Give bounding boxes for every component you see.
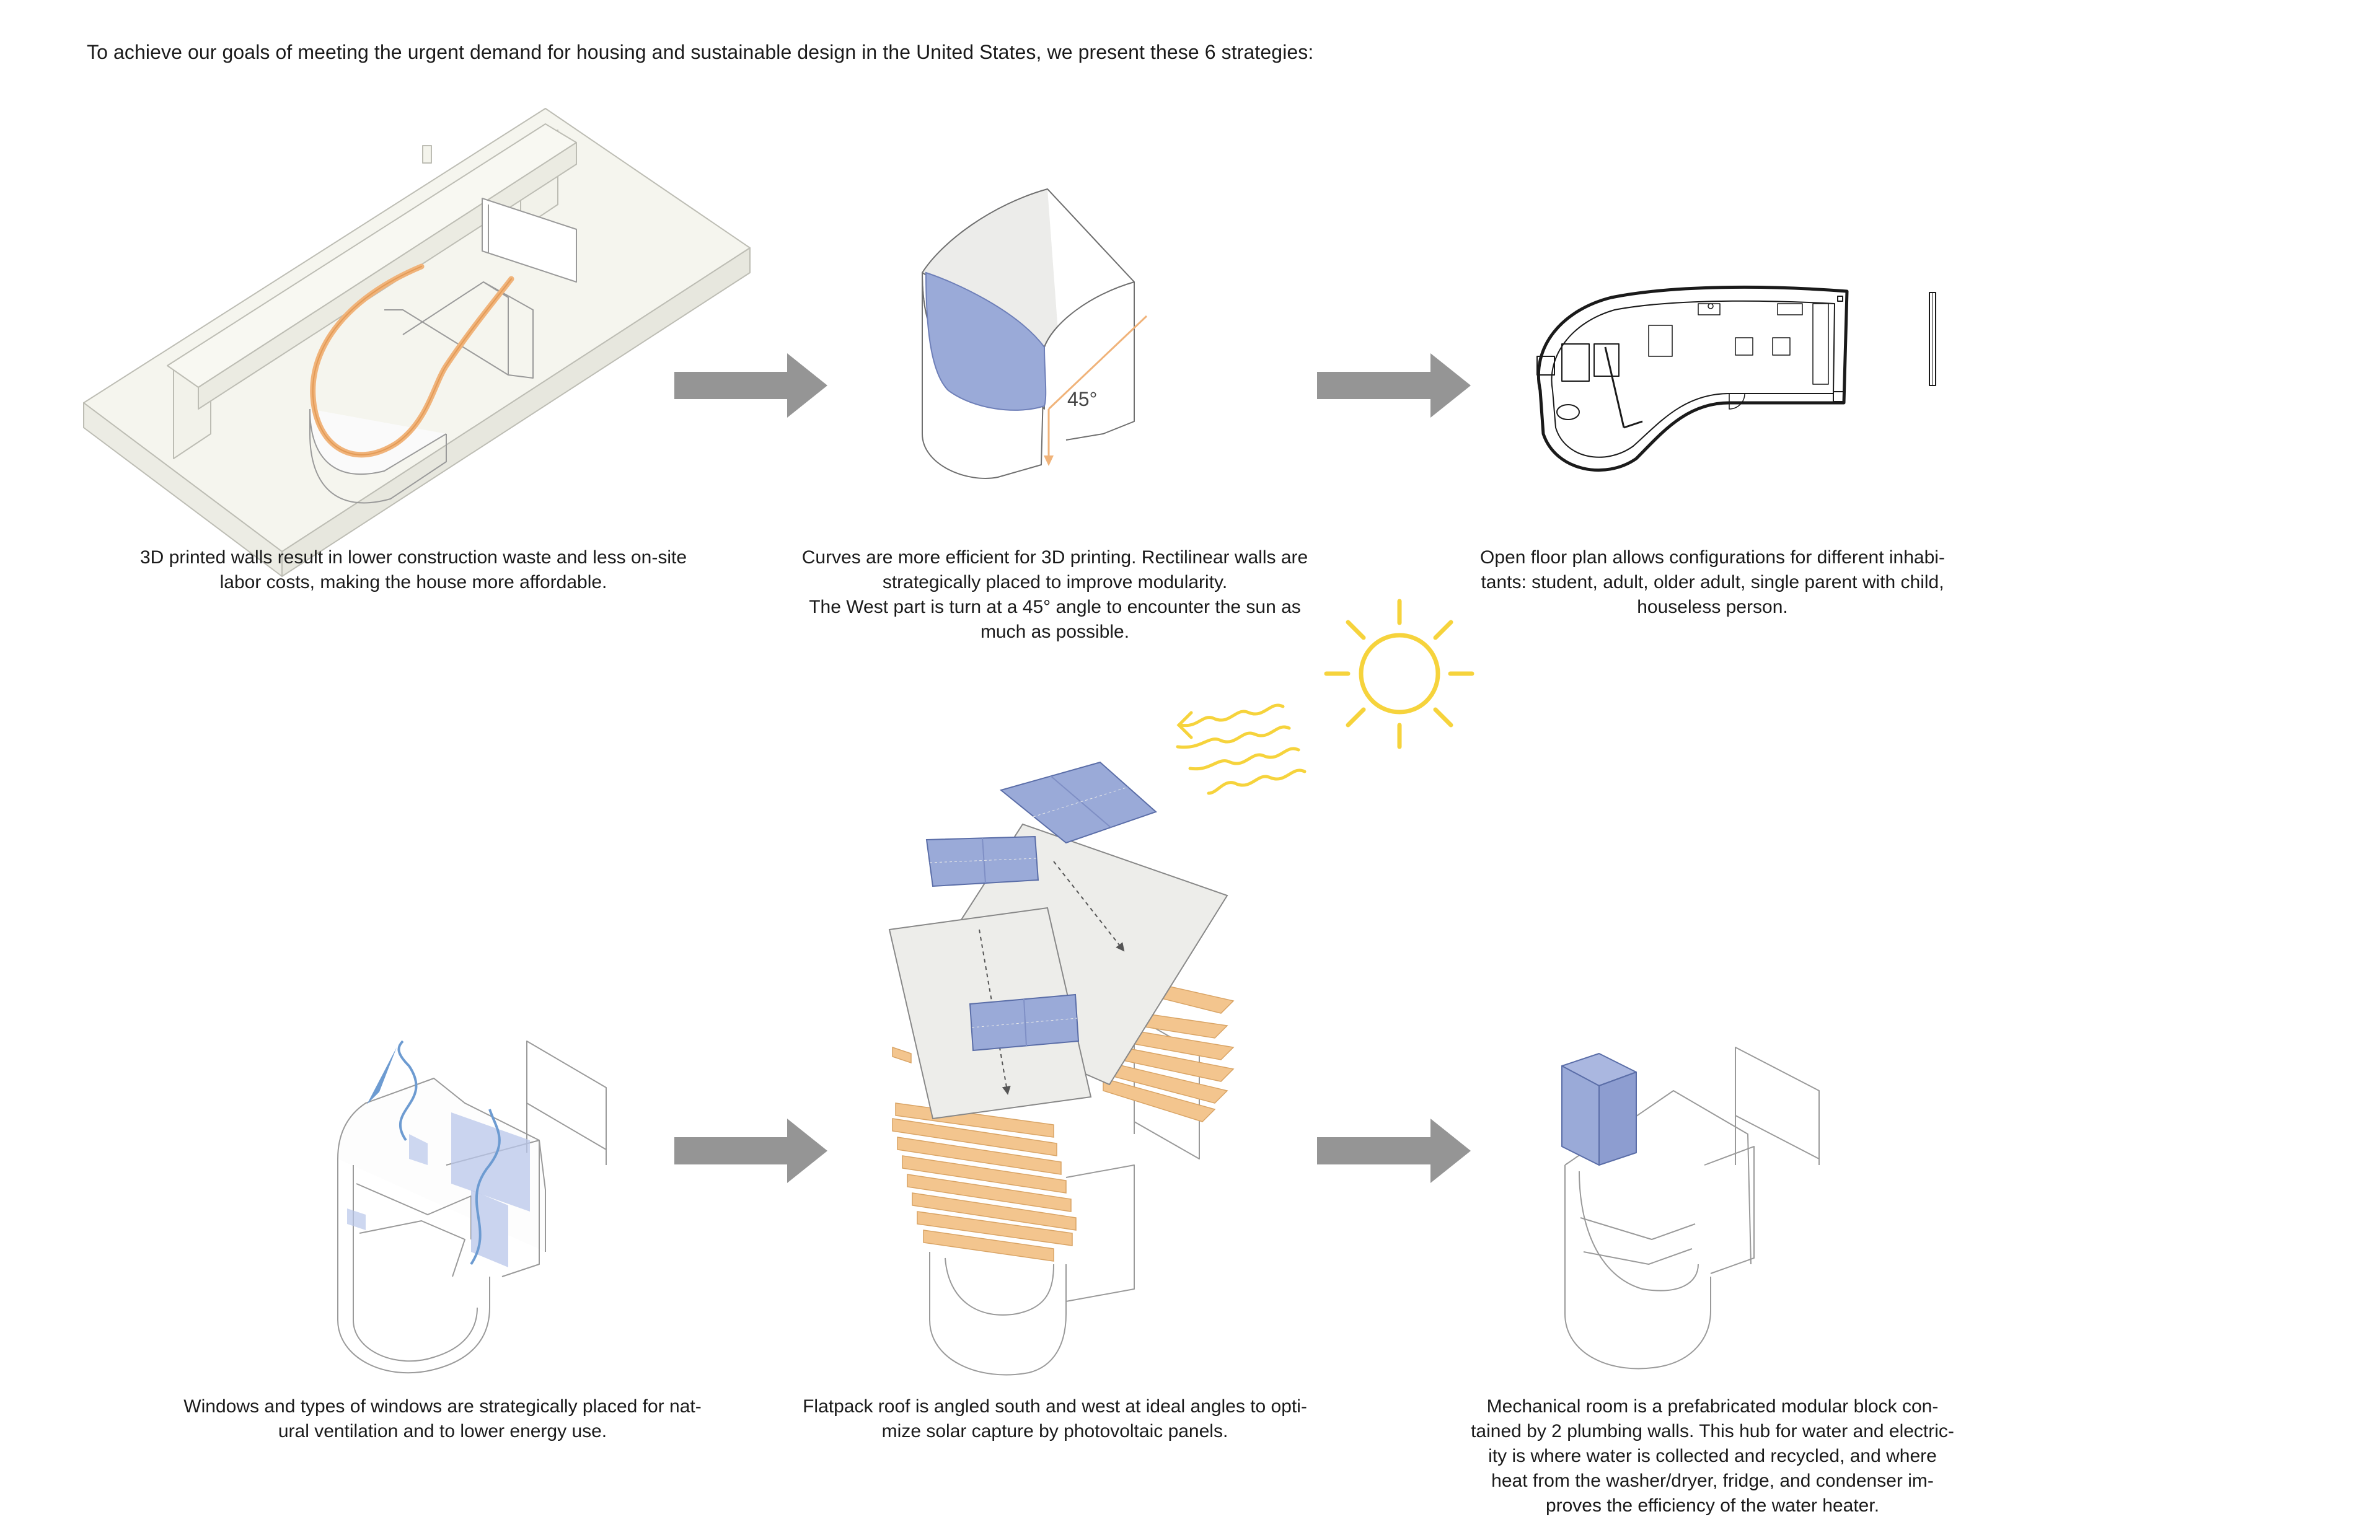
strategy-caption-windows: Windows and types of windows are strateg…: [183, 1396, 702, 1441]
mechanical-block: [1561, 1053, 1637, 1166]
right-arrow-icon: [674, 1119, 827, 1183]
solar-panel: [969, 993, 1080, 1052]
strategy-caption-curves: Curves are more efficient for 3D printin…: [801, 547, 1308, 642]
strategy-caption-3d-printing: 3D printed walls result in lower constru…: [139, 547, 687, 592]
window-glazing: [471, 1190, 508, 1267]
solar-panel: [925, 835, 1039, 887]
intro-text: To achieve our goals of meeting the urge…: [87, 41, 1314, 63]
window-glazing: [347, 1208, 366, 1230]
strategy-caption-roof: Flatpack roof is angled south and west a…: [803, 1396, 1307, 1441]
right-arrow-icon: [674, 353, 827, 418]
sun-direction-arrow: [1044, 315, 1148, 466]
sun-icon: [1324, 599, 1474, 749]
solar-panel: [999, 761, 1157, 844]
sun-ray-icon: [1176, 703, 1307, 795]
massing-block-illustration: [922, 188, 1135, 479]
printed-wall-model: [309, 198, 577, 504]
gantry-printer-illustration: [83, 108, 751, 577]
west-facade-highlight: [925, 271, 1047, 411]
strategy-caption-mechanical: Mechanical room is a prefabricated modul…: [1471, 1396, 1954, 1516]
airflow-arrow: [367, 1040, 501, 1265]
floor-plan-illustration: [1536, 285, 1936, 472]
mechanical-room-model: [1564, 1047, 1820, 1370]
window-glazing: [409, 1134, 428, 1165]
angle-label: 45°: [1067, 388, 1097, 410]
right-arrow-icon: [1317, 353, 1471, 418]
right-arrow-icon: [1317, 1119, 1471, 1183]
strategy-caption-floor-plan: Open floor plan allows configurations fo…: [1480, 547, 1945, 617]
